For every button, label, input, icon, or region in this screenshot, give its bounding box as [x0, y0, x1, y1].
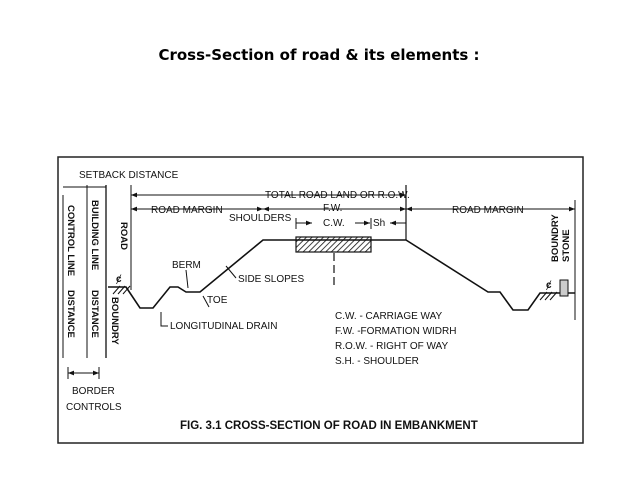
- ground-hatch-left: [112, 285, 131, 295]
- boundry-stone: [559, 279, 569, 297]
- label-berm: BERM: [172, 260, 201, 271]
- label-shoulders: SHOULDERS: [229, 213, 292, 224]
- label-road-margin-left: ROAD MARGIN: [151, 205, 223, 216]
- figure-frame: [57, 156, 584, 444]
- label-distance: DISTANCE: [89, 290, 100, 338]
- label-cw: C.W.: [323, 218, 345, 229]
- berm-leader: [185, 269, 189, 289]
- label-sh: Sh: [373, 218, 385, 229]
- label-fw: F.W.: [323, 203, 342, 214]
- label-cl-right: ȼ: [546, 280, 552, 291]
- label-road: ROAD: [118, 222, 129, 250]
- label-controls: CONTROLS: [66, 402, 122, 413]
- side-slopes-leader: [225, 265, 237, 279]
- carriageway: [295, 236, 372, 253]
- label-boundry-stone: BOUNDRY: [550, 214, 561, 262]
- label-cl-left: ȼ: [116, 274, 122, 285]
- toe-leader: [202, 295, 210, 308]
- label-boundry: BOUNDRY: [109, 297, 120, 345]
- label-road-margin-right: ROAD MARGIN: [452, 205, 524, 216]
- drain-leader: [160, 312, 168, 327]
- embankment-profile: [108, 239, 575, 311]
- label-longitudinal-drain: LONGITUDINAL DRAIN: [170, 321, 277, 332]
- label-stone: STONE: [561, 229, 572, 262]
- figure-caption: FIG. 3.1 CROSS-SECTION OF ROAD IN EMBANK…: [180, 420, 478, 432]
- label-building-line: BUILDING LINE: [89, 200, 100, 270]
- label-side-slopes: SIDE SLOPES: [238, 274, 304, 285]
- legend-item: R.O.W. - RIGHT OF WAY: [335, 341, 448, 352]
- label-setback: SETBACK DISTANCE: [79, 170, 179, 181]
- legend-item: F.W. -FORMATION WIDRH: [335, 326, 456, 337]
- legend-item: C.W. - CARRIAGE WAY: [335, 311, 443, 322]
- legend-item: S.H. - SHOULDER: [335, 356, 419, 367]
- label-control-line: CONTROL LINE: [65, 205, 76, 276]
- label-toe: TOE: [207, 295, 228, 306]
- ground-hatch-right: [539, 291, 558, 301]
- label-border: BORDER: [72, 386, 115, 397]
- slide-title: Cross-Section of road & its elements :: [158, 46, 480, 64]
- label-distance-2: DISTANCE: [65, 290, 76, 338]
- label-total-road-land: TOTAL ROAD LAND OR R.O.W.: [265, 190, 410, 201]
